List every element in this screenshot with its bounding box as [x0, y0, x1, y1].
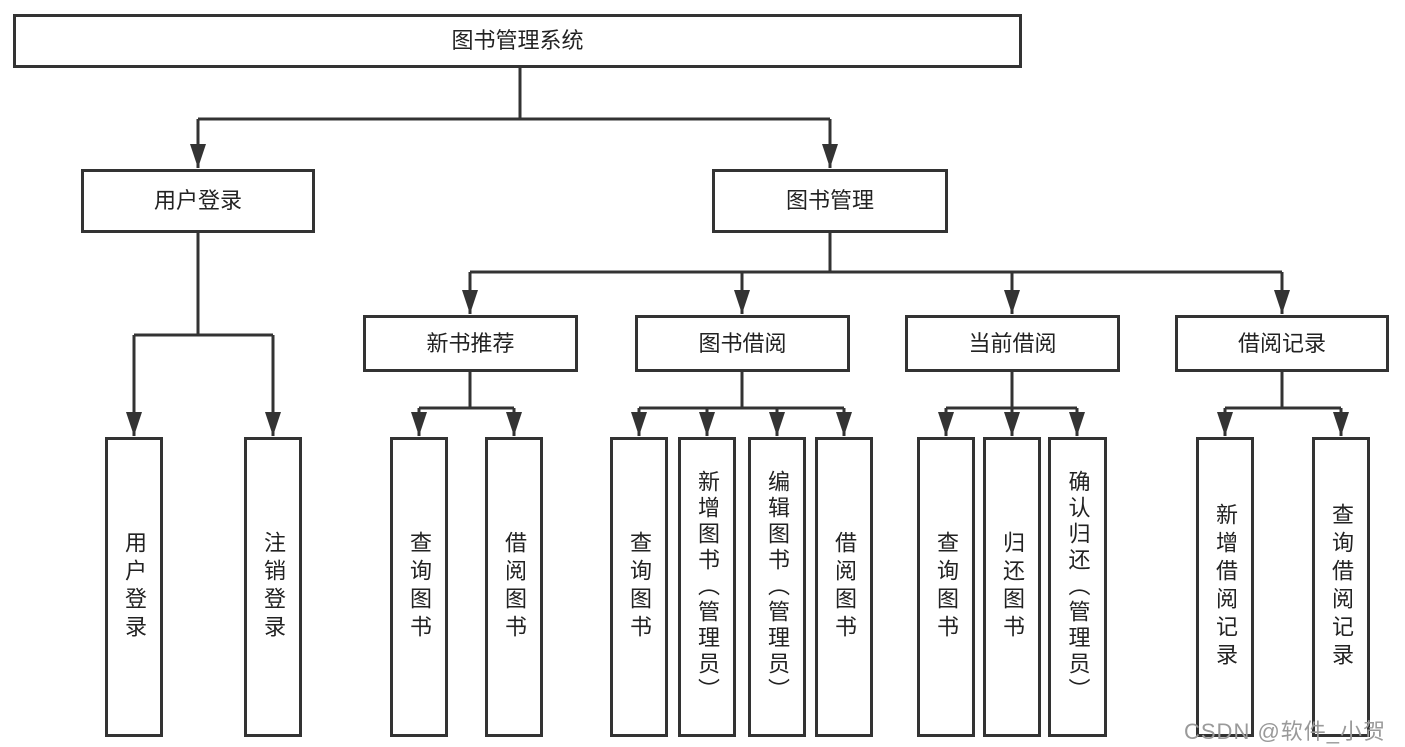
node-new-book-recommend: 新书推荐 — [363, 315, 578, 372]
node-borrow-records: 借阅记录 — [1175, 315, 1389, 372]
leaf-current-query-books: 查询图书 — [917, 437, 975, 737]
node-root: 图书管理系统 — [13, 14, 1022, 68]
node-user-login: 用户登录 — [81, 169, 315, 233]
node-book-management: 图书管理 — [712, 169, 948, 233]
csdn-watermark: CSDN @软件_小贺同学 — [1184, 719, 1387, 744]
leaf-edit-books-admin: 编辑图书（管理员） — [748, 437, 806, 737]
leaf-query-borrow-record: 查询借阅记录 — [1312, 437, 1370, 737]
leaf-recommend-borrow-books: 借阅图书 — [485, 437, 543, 737]
leaf-logout: 注销登录 — [244, 437, 302, 737]
branch-lines — [134, 68, 1341, 410]
leaf-add-borrow-record: 新增借阅记录 — [1196, 437, 1254, 737]
leaf-borrow-query-books: 查询图书 — [610, 437, 668, 737]
leaf-user-login: 用户登录 — [105, 437, 163, 737]
leaf-recommend-query-books: 查询图书 — [390, 437, 448, 737]
leaf-return-books: 归还图书 — [983, 437, 1041, 737]
node-book-borrow: 图书借阅 — [635, 315, 850, 372]
leaf-add-books-admin: 新增图书（管理员） — [678, 437, 736, 737]
leaf-borrow-books: 借阅图书 — [815, 437, 873, 737]
leaf-confirm-return-admin: 确认归还（管理员） — [1048, 437, 1107, 737]
node-current-borrow: 当前借阅 — [905, 315, 1120, 372]
